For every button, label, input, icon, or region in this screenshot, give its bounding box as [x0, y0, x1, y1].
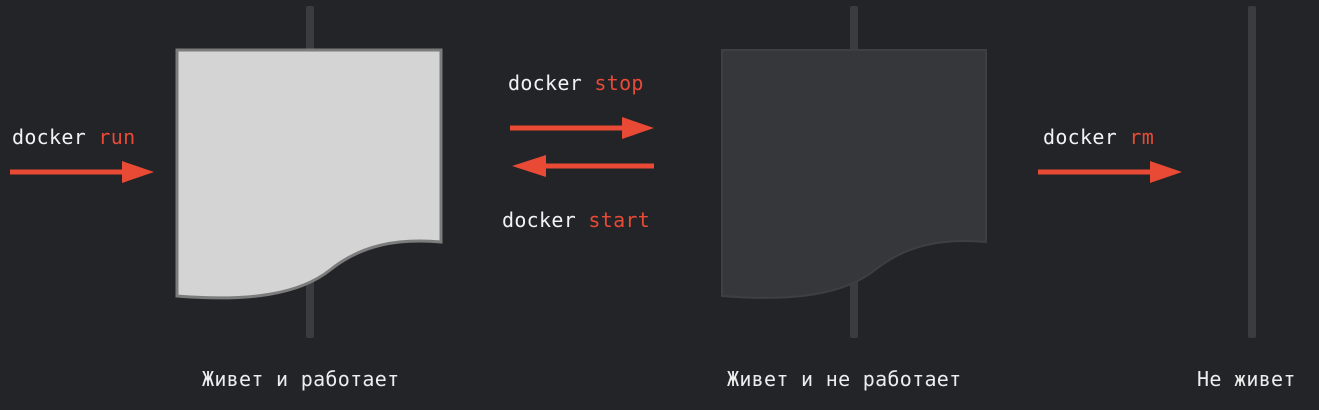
docker-rm-sub: rm [1129, 125, 1155, 149]
docker-stop-sub: stop [594, 71, 644, 95]
state-running-caption: Живет и работает [202, 367, 400, 391]
docker-start-prefix: docker [502, 208, 577, 232]
docker-start-sub: start [588, 208, 651, 232]
docker-rm-prefix: docker [1043, 125, 1118, 149]
docker-start-label: docker start [502, 208, 650, 232]
docker-rm-label: docker rm [1043, 125, 1154, 149]
docker-stop-prefix: docker [508, 71, 583, 95]
state-removed-caption: Не живет [1197, 367, 1296, 391]
stopped-container-card [721, 49, 987, 299]
start-arrow [512, 155, 654, 177]
run-arrow [10, 161, 154, 183]
state-stopped-caption: Живет и не работает [727, 367, 962, 391]
docker-run-label: docker run [12, 125, 135, 149]
docker-run-sub: run [98, 125, 136, 149]
docker-run-prefix: docker [12, 125, 87, 149]
running-container-card [175, 48, 443, 300]
stop-arrow [510, 117, 654, 139]
rm-arrow [1038, 161, 1182, 183]
rail-removed [1248, 6, 1256, 338]
docker-stop-label: docker stop [508, 71, 644, 95]
